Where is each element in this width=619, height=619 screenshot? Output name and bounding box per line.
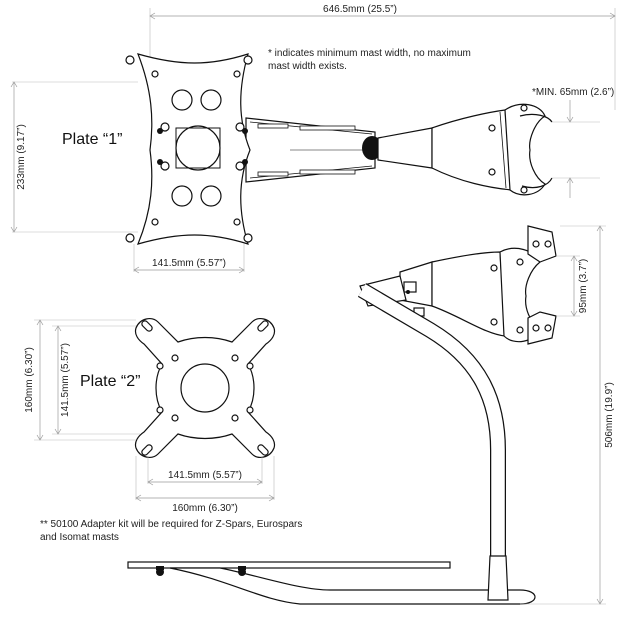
plate2 <box>134 318 276 458</box>
clamp-height-dimension: 95mm (3.7”) <box>556 255 589 317</box>
plate2-width-text: 160mm (6.30”) <box>172 503 238 514</box>
adapter-note-line1: ** 50100 Adapter kit will be required fo… <box>40 519 302 530</box>
plate1-hole-spacing-dimension: 141.5mm (5.57”) <box>133 244 245 274</box>
adapter-note-line2: and Isomat masts <box>40 532 119 543</box>
plate2-inner-height-text: 141.5mm (5.57”) <box>60 343 71 417</box>
plate1-label: Plate “1” <box>62 131 122 148</box>
plate1 <box>125 53 253 245</box>
plate2-hole-spacing-text: 141.5mm (5.57”) <box>168 470 242 481</box>
plate2-height-dimensions: 160mm (6.30”) 141.5mm (5.57”) <box>24 319 140 441</box>
plate1-height-text: 233mm (9.17”) <box>16 124 27 190</box>
lower-arm <box>127 225 557 605</box>
clamp-height-text: 95mm (3.7”) <box>578 259 589 313</box>
upper-arm <box>245 103 553 196</box>
min-mast-note-line2: mast width exists. <box>268 61 347 72</box>
plate1-hole-spacing-text: 141.5mm (5.57”) <box>152 258 226 269</box>
min-mast-dimension: *MIN. 65mm (2.6”) <box>532 87 614 198</box>
min-mast-text: *MIN. 65mm (2.6”) <box>532 87 614 98</box>
plate1-height-dimension: 233mm (9.17”) <box>10 81 138 233</box>
overall-width-text: 646.5mm (25.5”) <box>323 4 397 15</box>
plate2-outer-height-text: 160mm (6.30”) <box>24 347 35 413</box>
plate2-hole-spacing-dimension: 141.5mm (5.57”) <box>147 456 263 486</box>
overall-height-text: 506mm (19.9”) <box>604 382 615 448</box>
plate2-label: Plate “2” <box>80 373 140 390</box>
overall-height-dimension: 506mm (19.9”) <box>520 225 615 605</box>
plate2-width-dimension: 160mm (6.30”) <box>135 456 275 514</box>
min-mast-note-line1: * indicates minimum mast width, no maxim… <box>268 48 471 59</box>
